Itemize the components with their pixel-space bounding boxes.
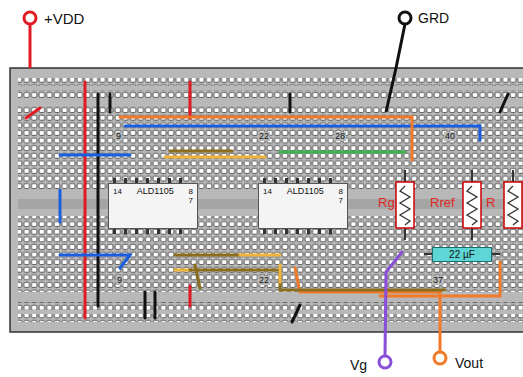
- supply-terminal-label: +VDD: [44, 11, 84, 26]
- rail-holes: [18, 78, 523, 86]
- column-number: 22: [258, 132, 270, 141]
- pin-number: 7: [339, 197, 343, 206]
- chip-label-row: 7: [113, 197, 193, 206]
- column-number: 37: [432, 276, 444, 285]
- chip-name: ALD1105: [287, 187, 324, 197]
- ic-chip: 14 ALD1105 87: [258, 183, 348, 229]
- pin-number: 7: [189, 197, 193, 206]
- pin-number: 14: [113, 188, 122, 197]
- signal-terminal-label: Vg: [350, 358, 367, 372]
- vdd-terminal: [24, 12, 36, 24]
- resistor-symbol: [504, 170, 522, 228]
- pin-number: 8: [189, 188, 193, 197]
- ground-terminal: [399, 12, 411, 24]
- capacitor-lead: [424, 253, 432, 255]
- vg-terminal: [379, 356, 391, 368]
- column-number: 9: [116, 276, 123, 285]
- resistor-label: Rref: [430, 196, 455, 209]
- capacitor-value: 22 µF: [449, 250, 475, 260]
- chip-label-row: 14 ALD1105 8: [263, 187, 343, 197]
- board: [10, 68, 523, 332]
- resistor-symbol: [396, 170, 414, 240]
- chip-label-row: 14 ALD1105 8: [113, 187, 193, 197]
- resistor-symbol: [463, 170, 481, 240]
- resistor-label: Rg: [378, 196, 395, 209]
- ic-chip: 14 ALD1105 87: [108, 183, 198, 229]
- column-number: 28: [334, 132, 346, 141]
- capacitor-lead: [492, 253, 500, 255]
- jumper-wires: [26, 82, 508, 356]
- resistor-label: R: [486, 196, 495, 209]
- pin-number: 8: [339, 188, 343, 197]
- column-number: 9: [115, 132, 122, 141]
- rail-holes: [18, 90, 523, 98]
- ground-terminal-label: GRD: [418, 11, 449, 25]
- rail-holes: [18, 314, 523, 322]
- column-number: 40: [444, 132, 456, 141]
- chip-name: ALD1105: [137, 187, 174, 197]
- capacitor: 22 µF: [432, 247, 492, 262]
- strip-holes: [18, 106, 523, 190]
- signal-terminal-label: Vout: [455, 356, 483, 370]
- pin-number: 14: [263, 188, 272, 197]
- rail-holes: [18, 302, 523, 310]
- vout-terminal: [434, 352, 446, 364]
- column-number: 22: [258, 276, 270, 285]
- chip-label-row: 7: [263, 197, 343, 206]
